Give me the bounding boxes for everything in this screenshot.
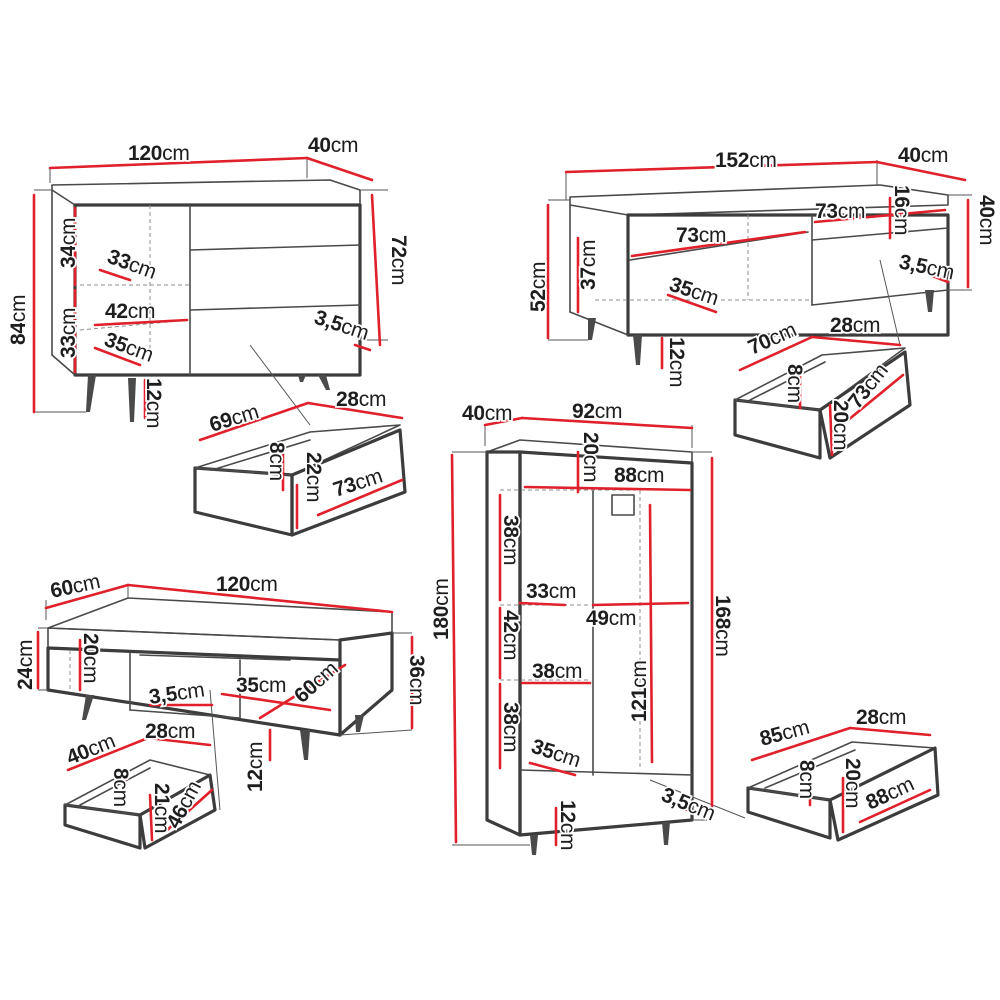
wardrobe-half-width-label: 49cm	[586, 607, 636, 630]
tv-stand-side-height-label: 40cm	[975, 195, 998, 245]
coffee-table-dimension-lines	[36, 583, 414, 762]
coffee-table-height-total-label: 36cm	[405, 655, 428, 705]
sideboard-thickness-label: 3,5cm	[311, 306, 371, 345]
sideboard-drawer-width-label: 28cm	[336, 388, 386, 411]
wardrobe-drawer-height-label: 8cm	[795, 760, 818, 799]
sideboard-depth-label: 40cm	[308, 134, 358, 157]
sideboard-drawer-height-label: 8cm	[265, 442, 288, 481]
coffee-table-drawing	[38, 585, 413, 811]
wardrobe-door-height-label: 121cm	[628, 660, 651, 722]
tv-stand-compartment-width-label: 73cm	[676, 224, 726, 247]
sideboard-drawing	[34, 158, 388, 426]
coffee-table-width-label: 120cm	[216, 573, 278, 596]
coffee-table-leg-height-label: 12cm	[244, 742, 267, 792]
coffee-table-labels: 60cm 120cm 24cm 36cm 20cm 3,5cm 35cm 60c…	[12, 568, 430, 794]
wardrobe-leg-height-label: 12cm	[556, 800, 579, 850]
wardrobe-shelf3-label: 38cm	[499, 702, 522, 752]
tv-stand-drawer-drawing	[733, 347, 912, 460]
wardrobe-drawer-dimension-lines	[750, 726, 932, 834]
sideboard-drawer-dimension-lines	[198, 401, 404, 530]
wardrobe-height-total-label: 180cm	[430, 578, 453, 640]
sideboard-width-label: 120cm	[128, 142, 190, 165]
wardrobe-inner-depth-label: 35cm	[528, 735, 583, 772]
sideboard-drawer-depth-label: 73cm	[330, 464, 385, 501]
sideboard-drawer-front-label: 69cm	[207, 400, 262, 437]
coffee-table-inner-depth-label: 35cm	[236, 674, 286, 697]
wardrobe-labels: 40cm 92cm 180cm 168cm 20cm 88cm 38cm 42c…	[428, 398, 736, 852]
sideboard-shelf-depth-label: 33cm	[104, 245, 159, 284]
tv-stand-leg-height-label: 12cm	[665, 337, 688, 387]
wardrobe-drawer-front-label: 85cm	[757, 716, 811, 751]
tv-stand-drawer-side-label: 20cm	[829, 400, 852, 450]
wardrobe-drawer-labels: 85cm 28cm 8cm 20cm 88cm	[756, 704, 920, 816]
tv-stand-height-label: 52cm	[527, 262, 550, 312]
wardrobe-inner-width-label: 88cm	[614, 464, 664, 487]
sideboard-height-total-label: 84cm	[7, 295, 30, 345]
wardrobe-width-label: 92cm	[572, 400, 622, 423]
wardrobe-shelf1-label: 38cm	[499, 515, 522, 565]
coffee-table-drawer-front-label: 40cm	[63, 730, 118, 770]
wardrobe-drawing	[452, 425, 746, 855]
tv-stand-drawer-front-label: 70cm	[745, 318, 800, 359]
wardrobe-depth-label: 40cm	[462, 402, 512, 425]
wardrobe-dimension-lines	[450, 416, 714, 847]
sideboard-labels: 120cm 40cm 84cm 72cm 34cm 33cm 33cm 42cm…	[5, 132, 412, 430]
wardrobe-drawer-drawing	[746, 741, 940, 842]
wardrobe-height-body-label: 168cm	[711, 595, 734, 657]
tv-stand-top-height-label: 16cm	[890, 185, 913, 235]
sideboard-dimension-lines	[32, 156, 382, 420]
sideboard-shelf-upper-label: 34cm	[57, 218, 80, 268]
coffee-table-drawer-height-label: 20cm	[79, 633, 102, 683]
wardrobe-drawer-side-label: 20cm	[841, 758, 864, 808]
wardrobe-shelf2-label: 42cm	[499, 610, 522, 660]
coffee-table-drawer-side-label: 21cm	[150, 783, 173, 833]
tv-stand-top-width-label: 73cm	[815, 200, 865, 223]
tv-stand-drawer-dimension-lines	[738, 335, 905, 457]
coffee-table-drawer-dimension-lines	[66, 736, 214, 842]
tv-stand-drawing	[548, 160, 972, 365]
coffee-table-drawer-labels: 40cm 28cm 8cm 21cm 46cm	[62, 718, 208, 835]
coffee-table-drawer-drawing	[63, 759, 217, 850]
tv-stand-body	[626, 213, 950, 337]
wardrobe-handle	[611, 494, 635, 516]
tv-stand-depth-label: 40cm	[898, 144, 948, 167]
sideboard-drawer-side-label: 22cm	[302, 452, 325, 502]
sideboard-height-body-label: 72cm	[387, 235, 410, 285]
sideboard-leg-height-label: 12cm	[142, 378, 165, 428]
sideboard-shelf-lower-label: 33cm	[57, 308, 80, 358]
sideboard-inner-width-label: 42cm	[105, 300, 155, 323]
wardrobe-drawer-width-label: 28cm	[856, 706, 906, 729]
sideboard-drawer-drawing	[193, 424, 407, 537]
tv-stand-labels: 152cm 40cm 52cm 40cm 37cm 73cm 73cm 16cm…	[525, 142, 1000, 389]
coffee-table-drawer-height-label: 8cm	[109, 768, 132, 807]
wardrobe-shelf-depth-label: 33cm	[526, 580, 576, 603]
tv-stand-compartment-height-label: 37cm	[577, 240, 600, 290]
coffee-table-drawer-width-label: 28cm	[145, 720, 195, 743]
tv-stand-drawer-height-label: 8cm	[783, 364, 806, 403]
coffee-table-depth-label: 60cm	[48, 570, 102, 603]
tv-stand-drawer-width-label: 28cm	[830, 314, 880, 337]
wardrobe-shelf-width-label: 38cm	[532, 660, 582, 683]
coffee-table-height-inner-label: 24cm	[14, 640, 37, 690]
wardrobe-top-height-label: 20cm	[579, 432, 602, 482]
tv-stand-dimension-lines	[546, 160, 970, 370]
tv-stand-width-label: 152cm	[715, 149, 777, 172]
coffee-table-inner-width-label: 60cm	[290, 657, 343, 708]
